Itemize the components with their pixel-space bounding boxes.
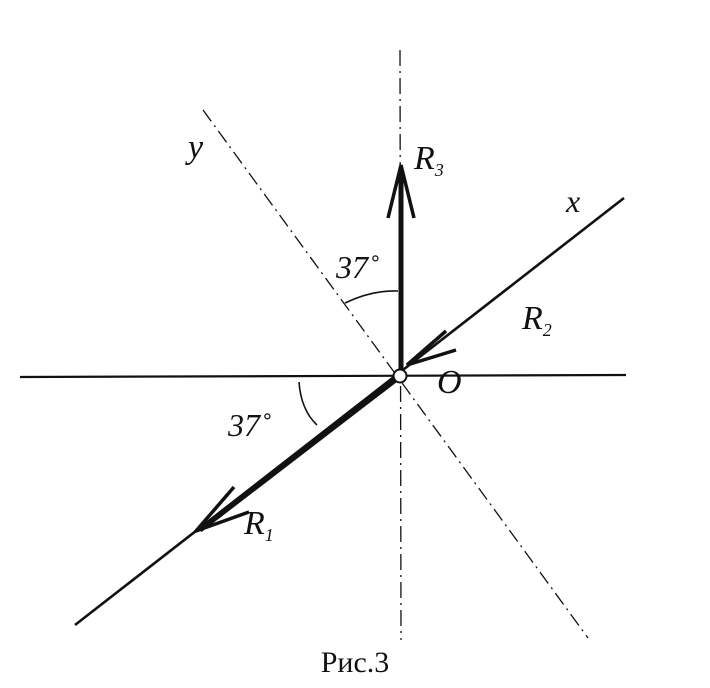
r2-label: R2 xyxy=(521,300,552,340)
r3-arrowhead xyxy=(386,164,416,219)
x-axis-line xyxy=(74,196,625,627)
r3-subscript: 3 xyxy=(434,160,444,180)
r1-arrowhead xyxy=(190,485,250,535)
origin-label: O xyxy=(437,364,462,401)
angle-label-upper: 37˚ xyxy=(335,249,379,285)
angle-arc-upper xyxy=(344,290,399,304)
x-axis-label: x xyxy=(565,183,580,219)
r3-label: R3 xyxy=(413,140,444,180)
r2-arrowhead xyxy=(405,329,457,367)
figure-caption: Рис.3 xyxy=(321,646,390,679)
angle-arc-lower xyxy=(298,381,318,426)
horizontal-line xyxy=(19,373,627,379)
r1-subscript: 1 xyxy=(265,525,274,545)
y-axis-label: y xyxy=(185,129,204,166)
angle-label-lower: 37˚ xyxy=(227,407,271,443)
origin-point xyxy=(392,368,408,384)
r2-subscript: 2 xyxy=(543,320,552,340)
r1-vector-shaft xyxy=(198,376,400,532)
r1-label: R1 xyxy=(243,505,274,545)
y-axis-line xyxy=(202,109,589,639)
